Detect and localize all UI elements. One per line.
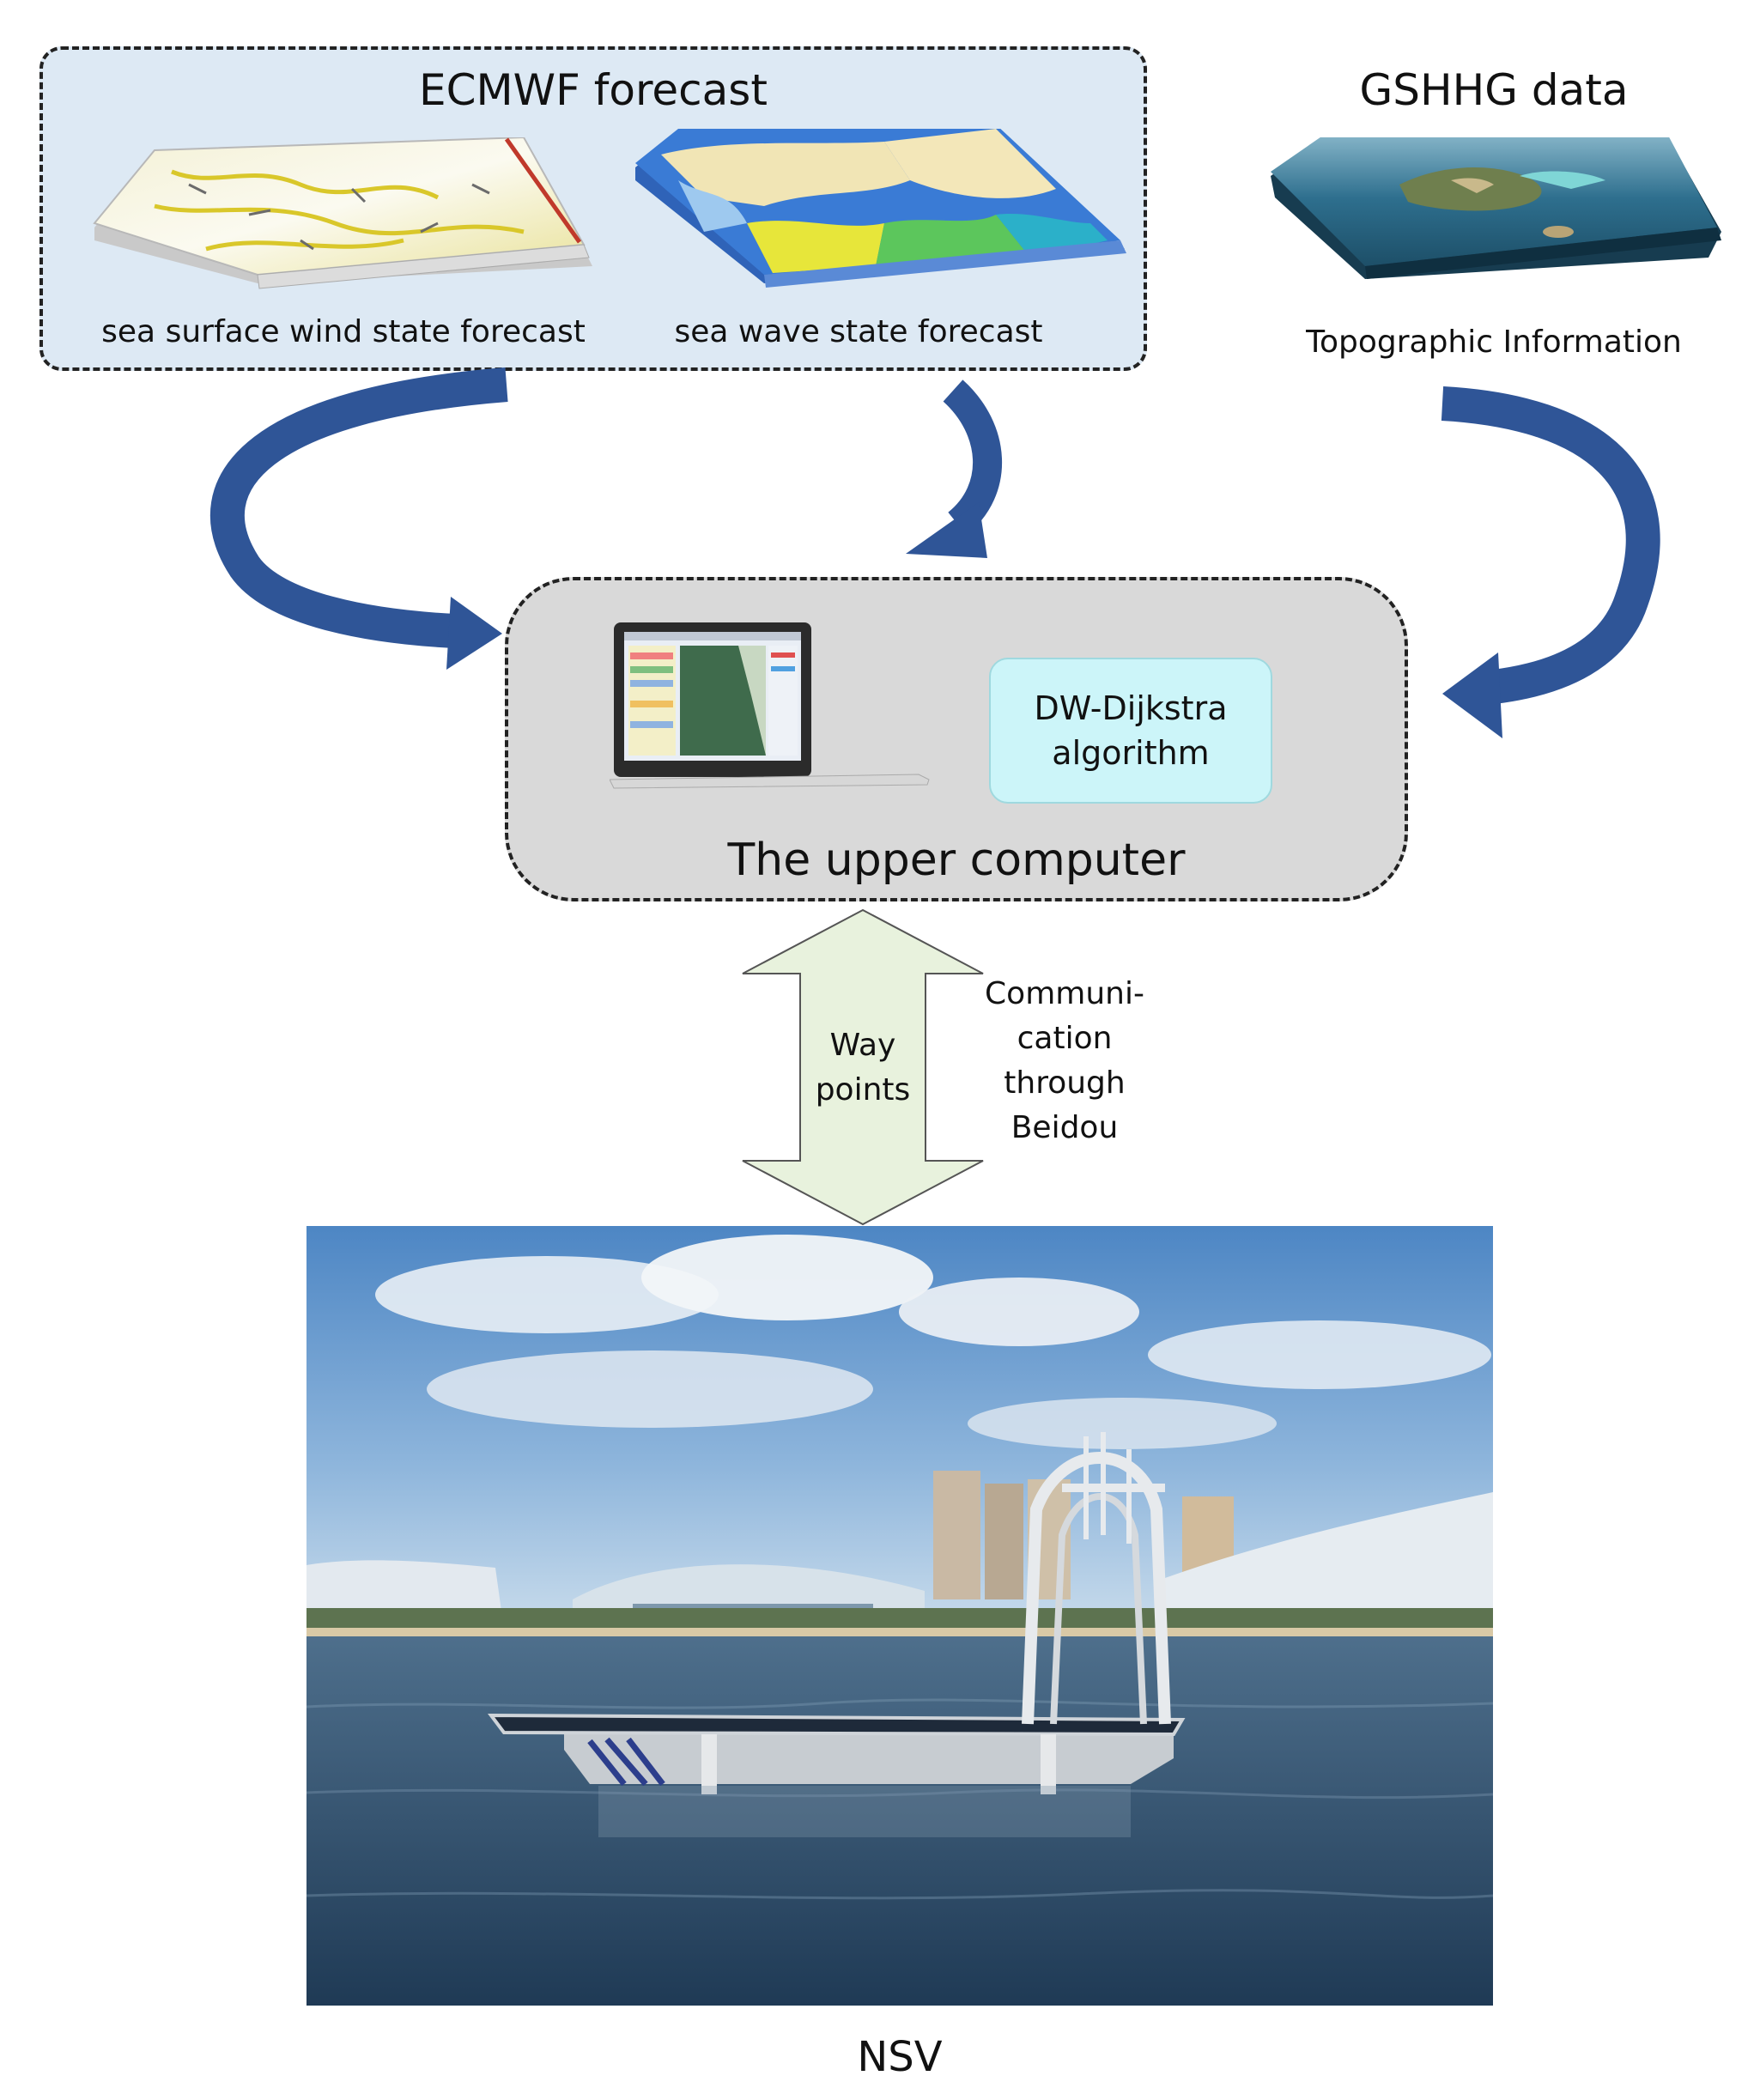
- waypoints-line-1: Way: [829, 1028, 896, 1063]
- waypoints-label: Way points: [798, 1023, 927, 1113]
- nsv-vessel: [487, 1432, 1186, 1837]
- comm-line-4: Beidou: [1011, 1110, 1119, 1145]
- topographic-island-image: [1271, 137, 1721, 279]
- algorithm-line-2: algorithm: [1052, 734, 1210, 772]
- comm-line-1: Communi-: [985, 976, 1144, 1011]
- wave-forecast-map-image: [635, 129, 1126, 288]
- nsv-caption: NSV: [857, 2033, 943, 2081]
- upper-computer-title: The upper computer: [727, 835, 1186, 886]
- beidou-communication-label: Communi- cation through Beidou: [962, 972, 1168, 1150]
- laptop-icon: [610, 622, 930, 789]
- topography-to-computer-arrow: [1441, 386, 1660, 738]
- wind-forecast-caption: sea surface wind state forecast: [101, 314, 586, 349]
- waypoints-line-2: points: [815, 1072, 911, 1108]
- wave-forecast-caption: sea wave state forecast: [674, 314, 1043, 349]
- nsv-vessel-photo: [306, 1226, 1493, 2006]
- wave-to-computer-arrow: [906, 379, 1003, 558]
- comm-line-2: cation: [1017, 1021, 1113, 1056]
- ecmwf-title: ECMWF forecast: [419, 65, 768, 115]
- gshhg-title: GSHHG data: [1359, 65, 1629, 115]
- algorithm-line-1: DW-Dijkstra: [1034, 689, 1228, 727]
- topographic-caption: Topographic Information: [1306, 325, 1682, 360]
- wind-forecast-map-image: [93, 137, 592, 289]
- waypoints-double-arrow: [742, 908, 984, 1226]
- comm-line-3: through: [1004, 1065, 1126, 1101]
- flow-arrows: [209, 367, 1660, 738]
- dw-dijkstra-algorithm-box: DW-Dijkstra algorithm: [989, 658, 1272, 804]
- wind-to-computer-arrow: [209, 367, 508, 670]
